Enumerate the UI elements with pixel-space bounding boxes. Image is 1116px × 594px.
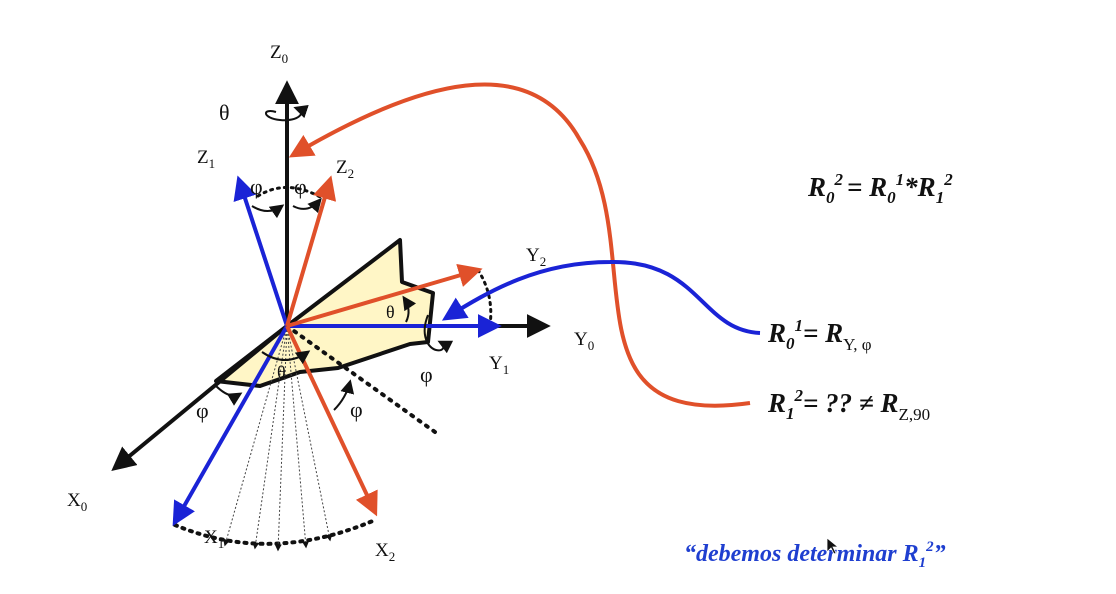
theta-rotation-icon bbox=[265, 104, 309, 122]
theta-label-top: θ bbox=[219, 100, 230, 125]
phi-label-top-right: φ bbox=[294, 174, 307, 199]
z2-axis bbox=[285, 175, 337, 327]
dotted-arc-top bbox=[256, 186, 324, 200]
equation-r12: R12= ?? ≠ RZ,90 bbox=[767, 386, 930, 424]
x0-axis bbox=[111, 324, 289, 472]
z0-label: Z0 bbox=[270, 42, 288, 66]
equation-r02: R02= R01*R12 bbox=[807, 170, 953, 207]
y1-label: Y1 bbox=[489, 353, 509, 377]
theta-arc-bottom bbox=[261, 350, 311, 365]
z1-axis bbox=[233, 175, 289, 327]
equation-r01: R01= RY, φ bbox=[767, 316, 872, 354]
dotted-line-diagonal bbox=[285, 324, 437, 434]
blue-pointer-curve bbox=[441, 259, 761, 335]
phi-arc-right bbox=[292, 197, 322, 214]
y2-label: Y2 bbox=[526, 245, 546, 269]
phi-label-top-left: φ bbox=[250, 174, 263, 199]
x1-axis bbox=[172, 325, 289, 527]
theta-label-bottom: θ bbox=[277, 362, 286, 382]
fan-lines bbox=[223, 325, 333, 552]
dotted-arc-right bbox=[476, 268, 493, 327]
x2-label: X2 bbox=[375, 540, 395, 564]
phi-arc-x2 bbox=[333, 379, 355, 411]
z1-label: Z1 bbox=[197, 147, 215, 171]
y2-axis bbox=[286, 263, 483, 328]
dotted-arc-bottom bbox=[173, 518, 377, 546]
z2-label: Z2 bbox=[336, 157, 354, 181]
y0-label: Y0 bbox=[574, 329, 594, 353]
phi-label-x: φ bbox=[196, 398, 209, 423]
red-pointer-curve bbox=[288, 82, 751, 408]
phi-arc-left bbox=[251, 204, 285, 219]
quote-text: “debemos determinar R12” bbox=[684, 539, 946, 571]
theta-arc-y bbox=[402, 295, 417, 323]
phi-label-y: φ bbox=[420, 362, 433, 387]
phi-arc-x bbox=[214, 384, 243, 406]
y-rotation-icon bbox=[423, 314, 454, 354]
x0-label: X0 bbox=[67, 490, 87, 514]
x1-label: X1 bbox=[204, 527, 224, 551]
mouse-cursor-icon bbox=[826, 537, 840, 555]
theta-label-y: θ bbox=[386, 302, 395, 322]
phi-label-x2: φ bbox=[350, 397, 363, 422]
